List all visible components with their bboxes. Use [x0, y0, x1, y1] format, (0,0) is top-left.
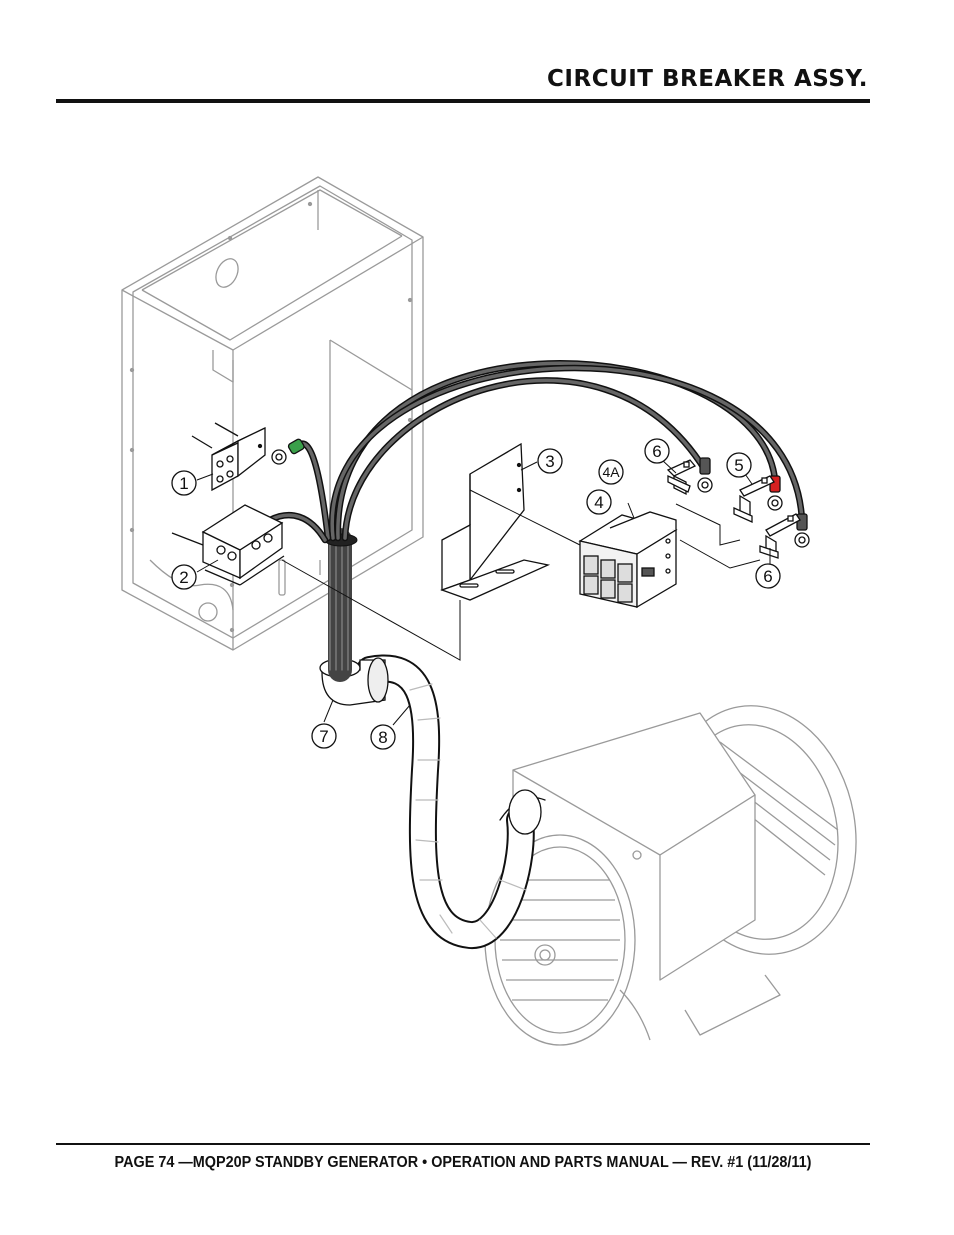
- page-title: CIRCUIT BREAKER ASSY.: [547, 66, 868, 92]
- callout-2-label: 2: [179, 568, 188, 587]
- callout-7: 7: [311, 723, 337, 749]
- callout-6-top-label: 6: [652, 442, 661, 461]
- callout-6-top: 6: [644, 438, 670, 464]
- callout-3-label: 3: [545, 452, 554, 471]
- cable-bundle: [324, 528, 358, 682]
- callout-5: 5: [726, 452, 752, 478]
- callout-2: 2: [171, 564, 197, 590]
- ground-terminal-sleeve: [287, 438, 305, 455]
- header-rule: [56, 99, 870, 103]
- circuit-breaker: [578, 511, 678, 609]
- footer-rule: [56, 1143, 870, 1145]
- callout-4a-label: 4A: [602, 464, 620, 480]
- control-box: [121, 176, 424, 651]
- junction-box: [171, 504, 321, 596]
- leader-lines: [196, 459, 771, 726]
- callout-5-label: 5: [734, 456, 743, 475]
- terminal-block: [191, 422, 266, 492]
- flexible-conduit: [356, 654, 546, 949]
- generator: [484, 705, 857, 1046]
- page-footer: PAGE 74 —MQP20P STANDBY GENERATOR • OPER…: [114, 1154, 812, 1171]
- callout-4-label: 4: [594, 493, 603, 512]
- callout-6-bottom-label: 6: [763, 567, 772, 586]
- wires: [266, 360, 806, 544]
- callout-7-label: 7: [319, 727, 328, 746]
- breaker-mounting-bracket: [440, 442, 551, 601]
- callout-8-label: 8: [378, 728, 387, 747]
- callout-1: 1: [171, 470, 197, 496]
- callout-8: 8: [370, 724, 396, 750]
- callout-3: 3: [537, 448, 563, 474]
- bus-bar-lugs: [666, 459, 801, 559]
- callout-1-label: 1: [179, 474, 188, 493]
- callout-4a: 4A: [598, 459, 624, 485]
- callout-4: 4: [586, 489, 612, 515]
- callout-6-bottom: 6: [755, 563, 781, 589]
